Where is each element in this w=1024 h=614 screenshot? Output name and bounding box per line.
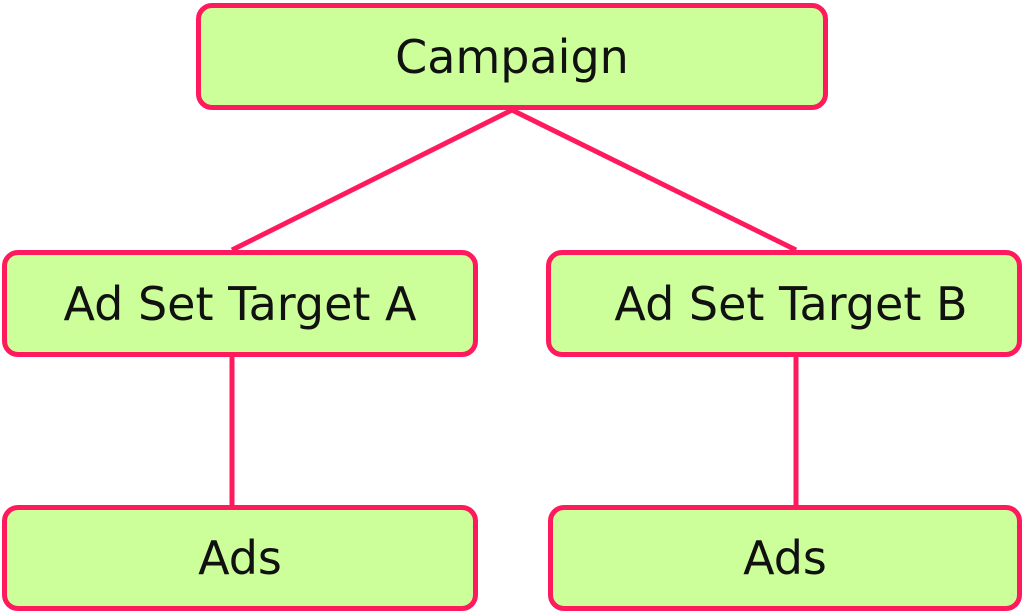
ad-set-target-b-label: Ad Set Target B	[614, 276, 968, 331]
ads-b-node: Ads	[548, 505, 1022, 611]
ad-set-target-b-node: Ad Set Target B	[546, 250, 1022, 357]
ads-b-label: Ads	[743, 531, 827, 585]
edge-campaign-to-ad-set-a	[230, 107, 514, 253]
campaign-node: Campaign	[196, 3, 828, 110]
ads-a-node: Ads	[2, 505, 478, 611]
ad-set-target-a-node: Ad Set Target A	[2, 250, 478, 357]
edge-campaign-to-ad-set-b	[510, 107, 798, 253]
campaign-label: Campaign	[395, 29, 629, 84]
ads-a-label: Ads	[198, 531, 282, 585]
ad-set-target-a-label: Ad Set Target A	[63, 276, 417, 331]
